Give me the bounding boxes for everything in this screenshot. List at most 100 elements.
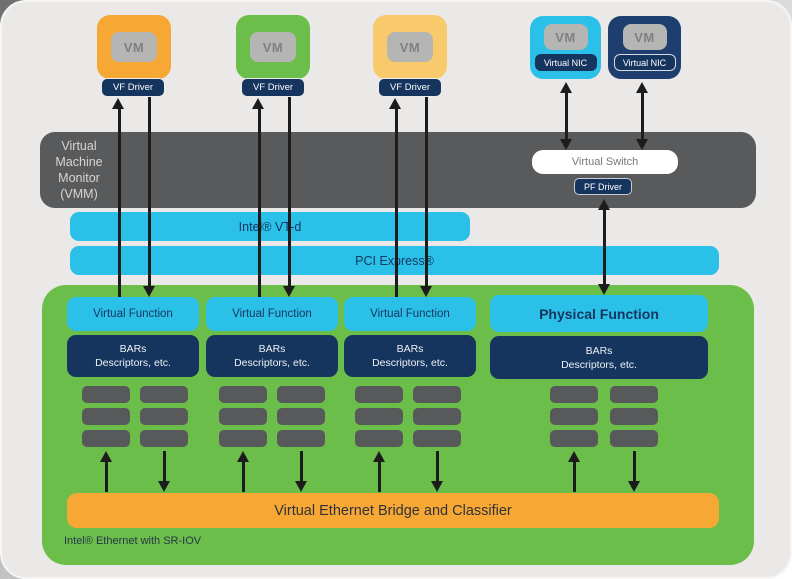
bars-line2: Descriptors, etc. [234, 357, 310, 369]
bars-box-3: BARs Descriptors, etc. [344, 335, 476, 377]
vm-card-2: VM [236, 15, 310, 79]
arrow-up-icon [373, 451, 385, 462]
arrow-up-icon [636, 82, 648, 93]
queue-rect [82, 386, 130, 403]
queue-stack [610, 386, 658, 447]
vmm-label: Virtual Machine Monitor (VMM) [55, 139, 103, 201]
queue-rect [140, 430, 188, 447]
vm-label: VM [111, 32, 157, 62]
arrow-down-icon [143, 286, 155, 297]
queue-rect [355, 408, 403, 425]
arrow-up-icon [568, 451, 580, 462]
physical-function-box: Physical Function [490, 295, 708, 332]
queue-rect [277, 430, 325, 447]
adapter-footer-label: Intel® Ethernet with SR-IOV [64, 535, 202, 547]
arrow-up-icon [560, 82, 572, 93]
arrow-down-icon [636, 139, 648, 150]
queue-rect [610, 386, 658, 403]
queue-stack [219, 386, 267, 447]
virtual-function-box-2: Virtual Function [206, 297, 338, 331]
queue-rect [610, 408, 658, 425]
intel-vtd-bar: Intel® VT-d [70, 212, 470, 241]
arrow-down-icon [628, 481, 640, 492]
vm-label: VM [543, 24, 588, 50]
queue-rect [219, 430, 267, 447]
queue-rect [550, 430, 598, 447]
bars-line2: Descriptors, etc. [372, 357, 448, 369]
arrow-line [436, 451, 439, 482]
queue-stack [550, 386, 598, 447]
queue-rect [550, 408, 598, 425]
queue-rect [277, 386, 325, 403]
arrow-down-icon [431, 481, 443, 492]
bars-line1: BARs [585, 344, 613, 357]
arrow-up-icon [237, 451, 249, 462]
arrow-line [573, 461, 576, 492]
queue-stack [140, 386, 188, 447]
arrow-line [148, 97, 151, 287]
vm-card-4: VM Virtual NIC [530, 16, 601, 79]
arrow-up-icon [100, 451, 112, 462]
pci-express-bar: PCI Express® [70, 246, 719, 275]
queue-stack [355, 386, 403, 447]
bars-box-2: BARs Descriptors, etc. [206, 335, 338, 377]
queue-rect [219, 386, 267, 403]
arrow-line [288, 97, 291, 287]
virtual-nic-badge: Virtual NIC [613, 54, 676, 71]
vm-card-5: VM Virtual NIC [608, 16, 681, 79]
bars-line1: BARs [119, 343, 147, 355]
queue-rect [413, 386, 461, 403]
queue-stack [82, 386, 130, 447]
virtual-function-box-3: Virtual Function [344, 297, 476, 331]
queue-rect [140, 386, 188, 403]
arrow-up-icon [112, 98, 124, 109]
arrow-line [242, 461, 245, 492]
bars-line2: Descriptors, etc. [561, 358, 637, 371]
bars-box-pf: BARs Descriptors, etc. [490, 336, 708, 379]
arrow-line [633, 451, 636, 482]
arrow-up-icon [598, 199, 610, 210]
arrow-line [603, 209, 606, 285]
arrow-down-icon [420, 286, 432, 297]
bars-line2: Descriptors, etc. [95, 357, 171, 369]
queue-rect [82, 408, 130, 425]
arrow-up-icon [389, 98, 401, 109]
arrow-line [105, 461, 108, 492]
queue-rect [550, 386, 598, 403]
vf-driver-badge-1: VF Driver [101, 78, 165, 97]
arrow-line [395, 108, 398, 297]
virtual-switch-box: Virtual Switch [532, 150, 678, 174]
virtual-ethernet-bridge-bar: Virtual Ethernet Bridge and Classifier [67, 493, 719, 528]
bars-line1: BARs [258, 343, 286, 355]
arrow-line [641, 92, 644, 140]
vm-card-3: VM [373, 15, 447, 79]
arrow-line [163, 451, 166, 482]
vm-card-1: VM [97, 15, 171, 79]
arrow-up-icon [252, 98, 264, 109]
vf-driver-badge-2: VF Driver [241, 78, 305, 97]
queue-rect [413, 430, 461, 447]
arrow-line [378, 461, 381, 492]
queue-rect [82, 430, 130, 447]
queue-rect [610, 430, 658, 447]
vm-label: VM [250, 32, 296, 62]
virtual-function-box-1: Virtual Function [67, 297, 199, 331]
arrow-down-icon [295, 481, 307, 492]
queue-stack [413, 386, 461, 447]
queue-rect [355, 430, 403, 447]
queue-rect [277, 408, 325, 425]
arrow-line [565, 92, 568, 140]
queue-rect [355, 386, 403, 403]
arrow-line [300, 451, 303, 482]
arrow-line [425, 97, 428, 287]
queue-rect [140, 408, 188, 425]
pf-driver-badge: PF Driver [574, 178, 632, 195]
vm-label: VM [387, 32, 433, 62]
arrow-down-icon [598, 284, 610, 295]
vm-label: VM [622, 24, 667, 50]
vf-driver-badge-3: VF Driver [378, 78, 442, 97]
bars-line1: BARs [396, 343, 424, 355]
arrow-down-icon [560, 139, 572, 150]
bars-box-1: BARs Descriptors, etc. [67, 335, 199, 377]
